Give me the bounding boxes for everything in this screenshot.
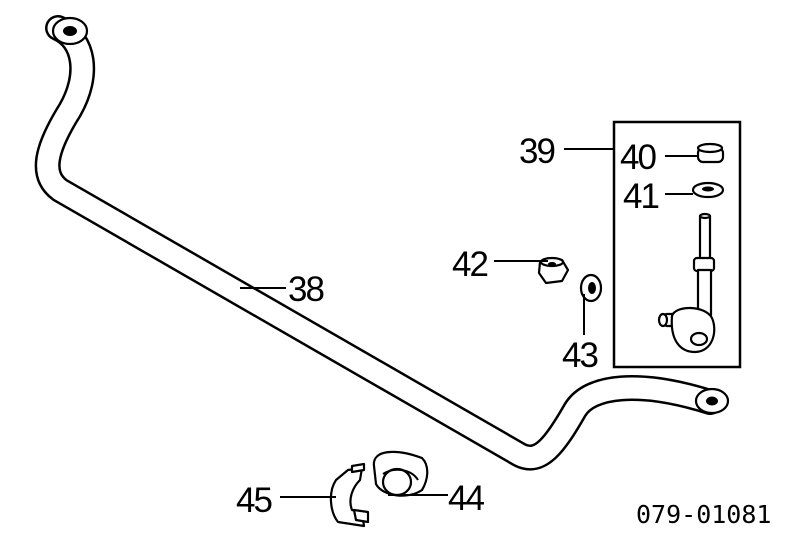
link-assembly-box — [612, 120, 742, 369]
callout-40: 40 — [620, 138, 656, 177]
diagram-number: 079-01081 — [636, 500, 771, 529]
callout-45: 45 — [236, 481, 271, 520]
stabilizer-bracket — [329, 462, 370, 528]
link-washer — [691, 181, 725, 199]
callout-42: 42 — [452, 245, 487, 284]
callout-43: 43 — [562, 336, 597, 375]
stabilizer-link — [657, 212, 716, 354]
callout-39: 39 — [519, 132, 554, 171]
callout-38: 38 — [288, 270, 323, 309]
washer — [579, 273, 603, 303]
link-bushing — [696, 142, 725, 164]
callout-44: 44 — [448, 479, 484, 518]
stabilizer-bar — [34, 15, 730, 471]
callout-41: 41 — [623, 177, 658, 216]
stabilizer-bushing — [372, 450, 429, 497]
